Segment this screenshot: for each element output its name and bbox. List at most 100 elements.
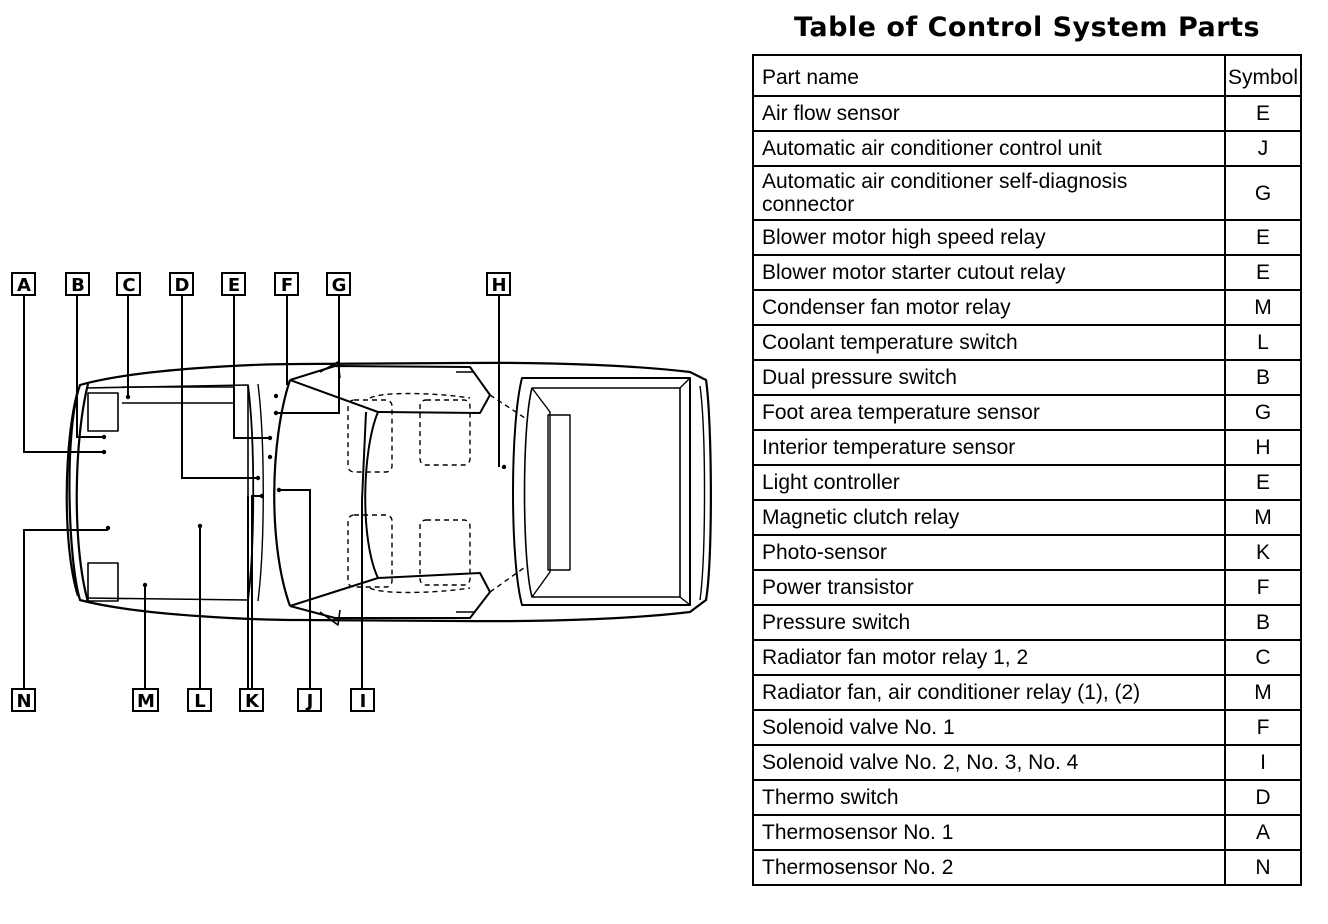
label-F: F bbox=[274, 272, 299, 296]
table-header-row: Part name Symbol bbox=[752, 54, 1302, 97]
label-B: B bbox=[65, 272, 90, 296]
svg-text:D: D bbox=[175, 275, 190, 296]
svg-text:N: N bbox=[16, 691, 31, 712]
part-name-cell: Thermosensor No. 1 bbox=[752, 814, 1226, 851]
part-name-cell: Automatic air conditioner control unit bbox=[752, 130, 1226, 167]
symbol-cell: B bbox=[1224, 604, 1302, 641]
label-N: N bbox=[11, 688, 36, 712]
part-name-cell: Thermosensor No. 2 bbox=[752, 849, 1226, 886]
symbol-cell: H bbox=[1224, 429, 1302, 466]
symbol-cell: I bbox=[1224, 744, 1302, 781]
header-symbol: Symbol bbox=[1224, 54, 1302, 97]
symbol-cell: K bbox=[1224, 534, 1302, 571]
part-name-cell: Light controller bbox=[752, 464, 1226, 501]
svg-text:J: J bbox=[305, 691, 314, 712]
symbol-cell: D bbox=[1224, 779, 1302, 816]
label-M: M bbox=[132, 688, 159, 712]
symbol-cell: M bbox=[1224, 674, 1302, 711]
symbol-cell: A bbox=[1224, 814, 1302, 851]
symbol-cell: E bbox=[1224, 219, 1302, 256]
svg-text:C: C bbox=[122, 275, 135, 296]
label-L: L bbox=[187, 688, 212, 712]
part-name-cell: Foot area temperature sensor bbox=[752, 394, 1226, 431]
label-K: K bbox=[239, 688, 264, 712]
part-name-cell: Blower motor high speed relay bbox=[752, 219, 1226, 256]
part-name-cell: Blower motor starter cutout relay bbox=[752, 254, 1226, 291]
svg-text:K: K bbox=[245, 691, 260, 712]
svg-text:F: F bbox=[281, 275, 293, 296]
part-name-cell: Power transistor bbox=[752, 569, 1226, 606]
part-name-cell: Condenser fan motor relay bbox=[752, 289, 1226, 326]
header-part-name: Part name bbox=[752, 54, 1226, 97]
part-name-cell: Radiator fan, air conditioner relay (1),… bbox=[752, 674, 1226, 711]
part-name-cell: Solenoid valve No. 1 bbox=[752, 709, 1226, 746]
symbol-cell: M bbox=[1224, 499, 1302, 536]
symbol-cell: M bbox=[1224, 289, 1302, 326]
car-body-outline bbox=[68, 361, 712, 623]
label-D: D bbox=[169, 272, 194, 296]
car-top-view-diagram: A B C D E F G H N M L K J I bbox=[11, 272, 712, 712]
svg-text:A: A bbox=[17, 275, 31, 296]
symbol-cell: J bbox=[1224, 130, 1302, 167]
symbol-cell: F bbox=[1224, 709, 1302, 746]
symbol-cell: G bbox=[1224, 165, 1302, 221]
label-G: G bbox=[326, 272, 351, 296]
part-name-cell: Coolant temperature switch bbox=[752, 324, 1226, 361]
label-E: E bbox=[221, 272, 246, 296]
part-name-cell: Interior temperature sensor bbox=[752, 429, 1226, 466]
label-H: H bbox=[486, 272, 511, 296]
symbol-cell: L bbox=[1224, 324, 1302, 361]
part-name-cell: Pressure switch bbox=[752, 604, 1226, 641]
part-name-cell: Magnetic clutch relay bbox=[752, 499, 1226, 536]
symbol-cell: G bbox=[1224, 394, 1302, 431]
table-title: Table of Control System Parts bbox=[793, 12, 1261, 43]
svg-text:G: G bbox=[332, 275, 347, 296]
symbol-cell: E bbox=[1224, 95, 1302, 132]
symbol-cell: B bbox=[1224, 359, 1302, 396]
symbol-cell: E bbox=[1224, 464, 1302, 501]
label-A: A bbox=[11, 272, 36, 296]
svg-text:B: B bbox=[71, 275, 85, 296]
part-name-cell: Air flow sensor bbox=[752, 95, 1226, 132]
svg-text:L: L bbox=[194, 691, 205, 712]
symbol-cell: E bbox=[1224, 254, 1302, 291]
table-row: Automatic air conditioner self-diagnosis… bbox=[752, 165, 1302, 221]
label-C: C bbox=[116, 272, 141, 296]
symbol-cell: F bbox=[1224, 569, 1302, 606]
symbol-cell: N bbox=[1224, 849, 1302, 886]
part-name-cell: Automatic air conditioner self-diagnosis… bbox=[752, 165, 1226, 221]
symbol-cell: C bbox=[1224, 639, 1302, 676]
part-name-cell: Solenoid valve No. 2, No. 3, No. 4 bbox=[752, 744, 1226, 781]
svg-text:H: H bbox=[491, 275, 506, 296]
svg-text:I: I bbox=[360, 691, 367, 712]
part-name-cell: Photo-sensor bbox=[752, 534, 1226, 571]
svg-text:M: M bbox=[137, 691, 155, 712]
label-I: I bbox=[350, 688, 375, 712]
label-J: J bbox=[297, 688, 322, 712]
part-name-cell: Thermo switch bbox=[752, 779, 1226, 816]
part-name-cell: Dual pressure switch bbox=[752, 359, 1226, 396]
part-name-cell: Radiator fan motor relay 1, 2 bbox=[752, 639, 1226, 676]
table-row: Radiator fan, air conditioner relay (1),… bbox=[752, 674, 1302, 711]
